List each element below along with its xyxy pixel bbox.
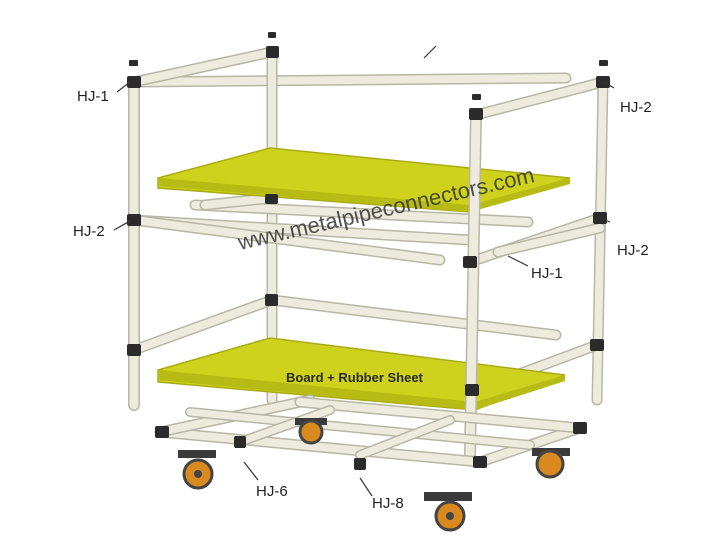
joint-hj1 [127, 76, 141, 88]
joint [573, 422, 587, 434]
joint-hj1 [463, 256, 477, 268]
joint [127, 344, 141, 356]
end-cap [472, 94, 481, 100]
end-cap [599, 60, 608, 66]
joint [465, 384, 479, 396]
caster-front-right [424, 492, 472, 532]
pipe [236, 406, 334, 446]
joint [473, 456, 487, 468]
board-label: Board + Rubber Sheet [286, 370, 424, 385]
pipe [296, 398, 584, 432]
pipe [156, 428, 484, 466]
end-cap [268, 32, 276, 38]
caster-front-left [178, 450, 216, 490]
joint-hj2 [596, 76, 610, 88]
pipe [130, 216, 444, 264]
joint [469, 108, 483, 120]
label-hj8: HJ-8 [372, 495, 404, 512]
pipe [130, 296, 276, 354]
label-hj1-center: HJ-1 [531, 265, 563, 282]
base-frame [154, 394, 586, 468]
joint-hj2 [127, 214, 141, 226]
joint-hj8 [354, 458, 366, 470]
joint [265, 194, 278, 204]
pipe [268, 296, 560, 339]
label-hj2-right: HJ-2 [617, 242, 649, 259]
pipe [186, 408, 534, 449]
caster-back-right [532, 448, 570, 479]
pipe [130, 74, 570, 86]
label-hj2-left: HJ-2 [73, 223, 105, 240]
joint-hj6 [234, 436, 246, 448]
pipe [472, 78, 607, 119]
pipe [465, 110, 481, 460]
label-hj2-top-right: HJ-2 [620, 99, 652, 116]
joint [590, 339, 604, 351]
label-hj6: HJ-6 [256, 483, 288, 500]
joint [265, 294, 278, 306]
caster-back-left [295, 418, 327, 445]
leader-lines [113, 45, 615, 497]
pipe-frame [128, 46, 609, 406]
end-cap [129, 60, 138, 66]
joint [266, 46, 279, 58]
pipe [201, 194, 276, 209]
pipe [356, 416, 454, 459]
label-hj1-left: HJ-1 [77, 88, 109, 105]
pipe [130, 48, 276, 86]
casters [178, 418, 570, 532]
joint [155, 426, 169, 438]
pipe [494, 224, 604, 256]
